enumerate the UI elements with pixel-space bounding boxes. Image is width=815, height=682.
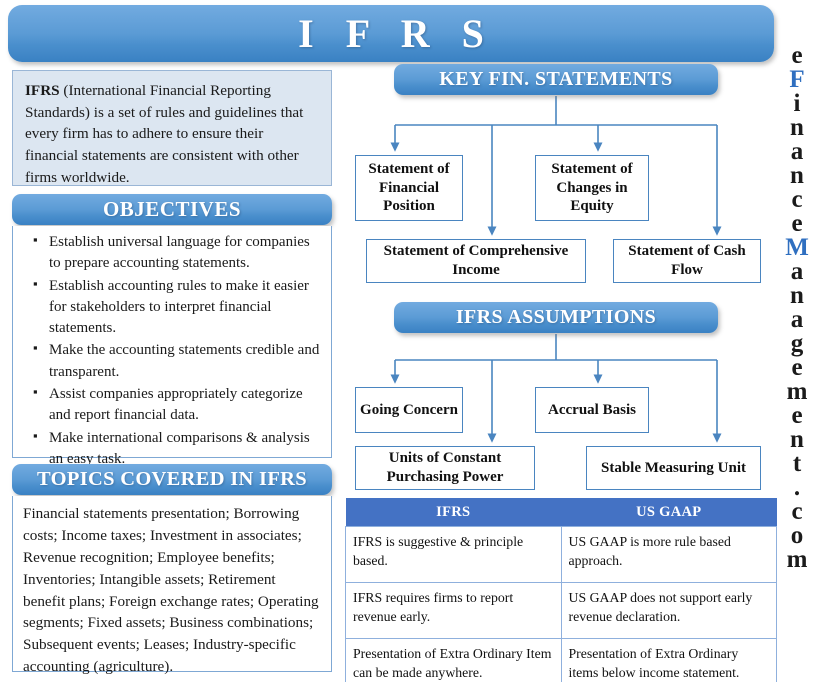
watermark-letter: m xyxy=(786,546,808,573)
assumptions-heading: IFRS ASSUMPTIONS xyxy=(394,302,718,333)
column-header-us-gaap: US GAAP xyxy=(561,498,777,527)
topics-heading: TOPICS COVERED IN IFRS xyxy=(12,464,332,495)
topics-box: Financial statements presentation; Borro… xyxy=(12,496,332,675)
watermark-letter: n xyxy=(790,282,804,309)
table-cell: US GAAP is more rule based approach. xyxy=(560,526,777,583)
list-item: Establish accounting rules to make it ea… xyxy=(33,275,321,340)
table-row: IFRS requires firms to report revenue ea… xyxy=(345,582,777,639)
watermark-letter: g xyxy=(790,330,804,357)
watermark-letter: n xyxy=(790,114,804,141)
flow-box-statement-financial-position: Statement of Financial Position xyxy=(355,155,463,221)
table-cell: IFRS is suggestive & principle based. xyxy=(345,526,562,583)
objectives-heading: OBJECTIVES xyxy=(12,194,332,225)
watermark-letter: i xyxy=(793,90,801,117)
watermark-letter: F xyxy=(789,66,805,93)
watermark-letter: e xyxy=(791,354,803,381)
flow-box-stable-measuring-unit: Stable Measuring Unit xyxy=(586,446,761,490)
flow-box-statement-cash-flow: Statement of Cash Flow xyxy=(613,239,761,283)
description-body: (International Financial Reporting Stand… xyxy=(25,82,304,186)
flow-box-statement-comprehensive-income: Statement of Comprehensive Income xyxy=(366,239,586,283)
list-item: Establish universal language for compani… xyxy=(33,231,321,275)
list-item: Make international comparisons & analysi… xyxy=(33,427,321,471)
flow-box-statement-changes-equity: Statement of Changes in Equity xyxy=(535,155,649,221)
table-cell: US GAAP does not support early revenue d… xyxy=(560,582,777,639)
page-title: I F R S xyxy=(8,5,774,62)
flow-box-units-constant-purchasing-power: Units of Constant Purchasing Power xyxy=(355,446,535,490)
table-row: Presentation of Extra Ordinary Item can … xyxy=(345,638,777,682)
watermark-letter: a xyxy=(790,258,804,285)
flow-box-accrual-basis: Accrual Basis xyxy=(535,387,649,433)
objectives-list: Establish universal language for compani… xyxy=(17,231,321,471)
watermark-letter: a xyxy=(790,138,804,165)
objectives-box: Establish universal language for compani… xyxy=(12,226,332,467)
watermark-letter: c xyxy=(791,498,803,525)
list-item: Assist companies appropriately categoriz… xyxy=(33,383,321,427)
table-cell: IFRS requires firms to report revenue ea… xyxy=(345,582,562,639)
watermark-letter: M xyxy=(785,234,809,261)
watermark-letter: n xyxy=(790,162,804,189)
watermark-letter: . xyxy=(793,474,801,501)
column-header-ifrs: IFRS xyxy=(345,498,561,527)
watermark-letter: t xyxy=(792,450,802,477)
key-statements-heading: KEY FIN. STATEMENTS xyxy=(394,64,718,95)
watermark-letter: c xyxy=(791,186,803,213)
watermark-letter: n xyxy=(790,426,804,453)
table-cell: Presentation of Extra Ordinary items bel… xyxy=(560,638,777,682)
list-item: Make the accounting statements credible … xyxy=(33,339,321,383)
table-row: IFRS is suggestive & principle based. US… xyxy=(345,526,777,583)
watermark-letter: e xyxy=(791,42,803,69)
ifrs-description-box: IFRS (International Financial Reporting … xyxy=(12,70,332,186)
watermark-letter: o xyxy=(790,522,804,549)
watermark-letter: e xyxy=(791,402,803,429)
watermark-letter: a xyxy=(790,306,804,333)
table-header-row: IFRS US GAAP xyxy=(345,498,777,527)
table-cell: Presentation of Extra Ordinary Item can … xyxy=(345,638,562,682)
watermark-letter: e xyxy=(791,210,803,237)
flow-box-going-concern: Going Concern xyxy=(355,387,463,433)
description-lead: IFRS xyxy=(25,82,60,99)
watermark-letter: m xyxy=(786,378,808,405)
ifrs-vs-usgaap-table: IFRS US GAAP IFRS is suggestive & princi… xyxy=(345,498,777,682)
